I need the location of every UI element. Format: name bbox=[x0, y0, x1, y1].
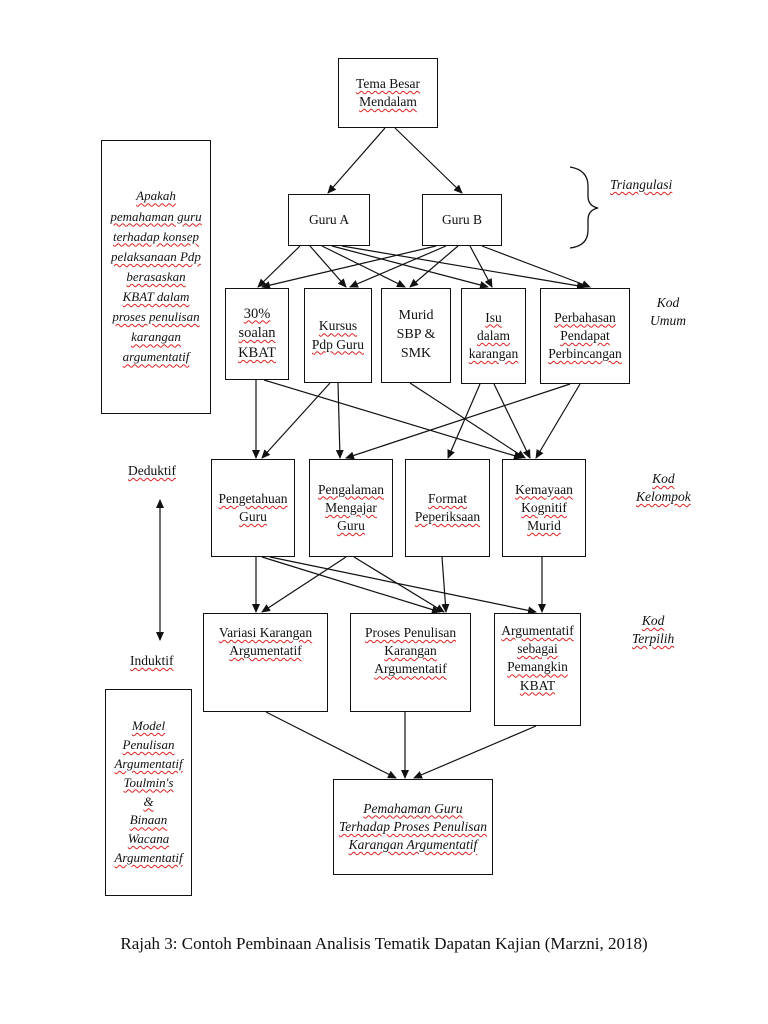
kod-umum-text-1: 30% soalan KBAT bbox=[238, 305, 276, 361]
deduktif-label: Deduktif bbox=[128, 463, 176, 478]
tema-besar-text: Tema Besar Mendalam bbox=[356, 75, 420, 109]
kod-kelompok-text-3: Format Peperiksaan bbox=[414, 490, 481, 524]
kod-umum-text-5: Perbahasan Pendapat Perbincangan bbox=[548, 309, 622, 362]
kod-kelompok-box-3: Format Peperiksaan bbox=[405, 459, 490, 557]
induktif-label: Induktif bbox=[130, 653, 174, 668]
kod-umum-text-2: Kursus Pdp Guru bbox=[311, 318, 365, 352]
kod-umum-label: Kod Umum bbox=[650, 295, 686, 329]
triangulasi-brace bbox=[569, 166, 599, 249]
kod-kelompok-label: Kod Kelompok bbox=[636, 471, 691, 505]
kod-kelompok-text-4: Kemayaan Kognitif Murid bbox=[515, 481, 573, 534]
kod-umum-box-2: Kursus Pdp Guru bbox=[304, 288, 372, 383]
kod-terpilih-box-1: Variasi Karangan Argumentatif bbox=[203, 613, 328, 712]
guru-a-box: Guru A bbox=[288, 194, 370, 246]
kod-umum-box-3: Murid SBP & SMK bbox=[381, 288, 451, 383]
kod-kelompok-box-2: Pengalaman Mengajar Guru bbox=[309, 459, 393, 557]
kod-kelompok-text-2: Pengalaman Mengajar Guru bbox=[318, 481, 384, 534]
kod-terpilih-box-2: Proses Penulisan Karangan Argumentatif bbox=[350, 613, 471, 712]
guru-b-text: Guru B bbox=[441, 211, 483, 227]
kod-umum-text-3: Murid SBP & SMK bbox=[396, 308, 436, 361]
triangulasi-label: Triangulasi bbox=[610, 177, 673, 192]
model-box: Model Penulisan Argumentatif Toulmin's &… bbox=[105, 689, 192, 896]
pemahaman-guru-box: Pemahaman Guru Terhadap Proses Penulisan… bbox=[333, 779, 493, 875]
kod-umum-box-5: Perbahasan Pendapat Perbincangan bbox=[540, 288, 630, 384]
kod-umum-box-4: Isu dalam karangan bbox=[461, 288, 526, 384]
kod-kelompok-box-1: Pengetahuan Guru bbox=[211, 459, 295, 557]
kod-kelompok-text-1: Pengetahuan Guru bbox=[218, 490, 288, 524]
tema-besar-box: Tema Besar Mendalam bbox=[338, 58, 438, 128]
research-question-text: Apakah pemahaman guru terhadap konsep pe… bbox=[110, 188, 202, 365]
kod-terpilih-label: Kod Terpilih bbox=[632, 613, 675, 647]
kod-terpilih-text-2: Proses Penulisan Karangan Argumentatif bbox=[364, 625, 457, 677]
kod-kelompok-box-4: Kemayaan Kognitif Murid bbox=[502, 459, 586, 557]
guru-b-box: Guru B bbox=[422, 194, 502, 246]
guru-a-text: Guru A bbox=[308, 211, 350, 227]
figure-caption: Rajah 3: Contoh Pembinaan Analisis Temat… bbox=[120, 934, 648, 953]
pemahaman-guru-text: Pemahaman Guru Terhadap Proses Penulisan… bbox=[338, 800, 487, 853]
kod-terpilih-box-3: Argumentatif sebagai Pemangkin KBAT bbox=[494, 613, 581, 726]
kod-terpilih-text-3: Argumentatif sebagai Pemangkin KBAT bbox=[501, 623, 574, 693]
kod-terpilih-text-1: Variasi Karangan Argumentatif bbox=[218, 625, 313, 659]
model-text: Model Penulisan Argumentatif Toulmin's &… bbox=[114, 718, 183, 866]
research-question-box: Apakah pemahaman guru terhadap konsep pe… bbox=[101, 140, 211, 414]
kod-umum-text-4: Isu dalam karangan bbox=[468, 309, 519, 362]
kod-umum-box-1: 30% soalan KBAT bbox=[225, 288, 289, 380]
